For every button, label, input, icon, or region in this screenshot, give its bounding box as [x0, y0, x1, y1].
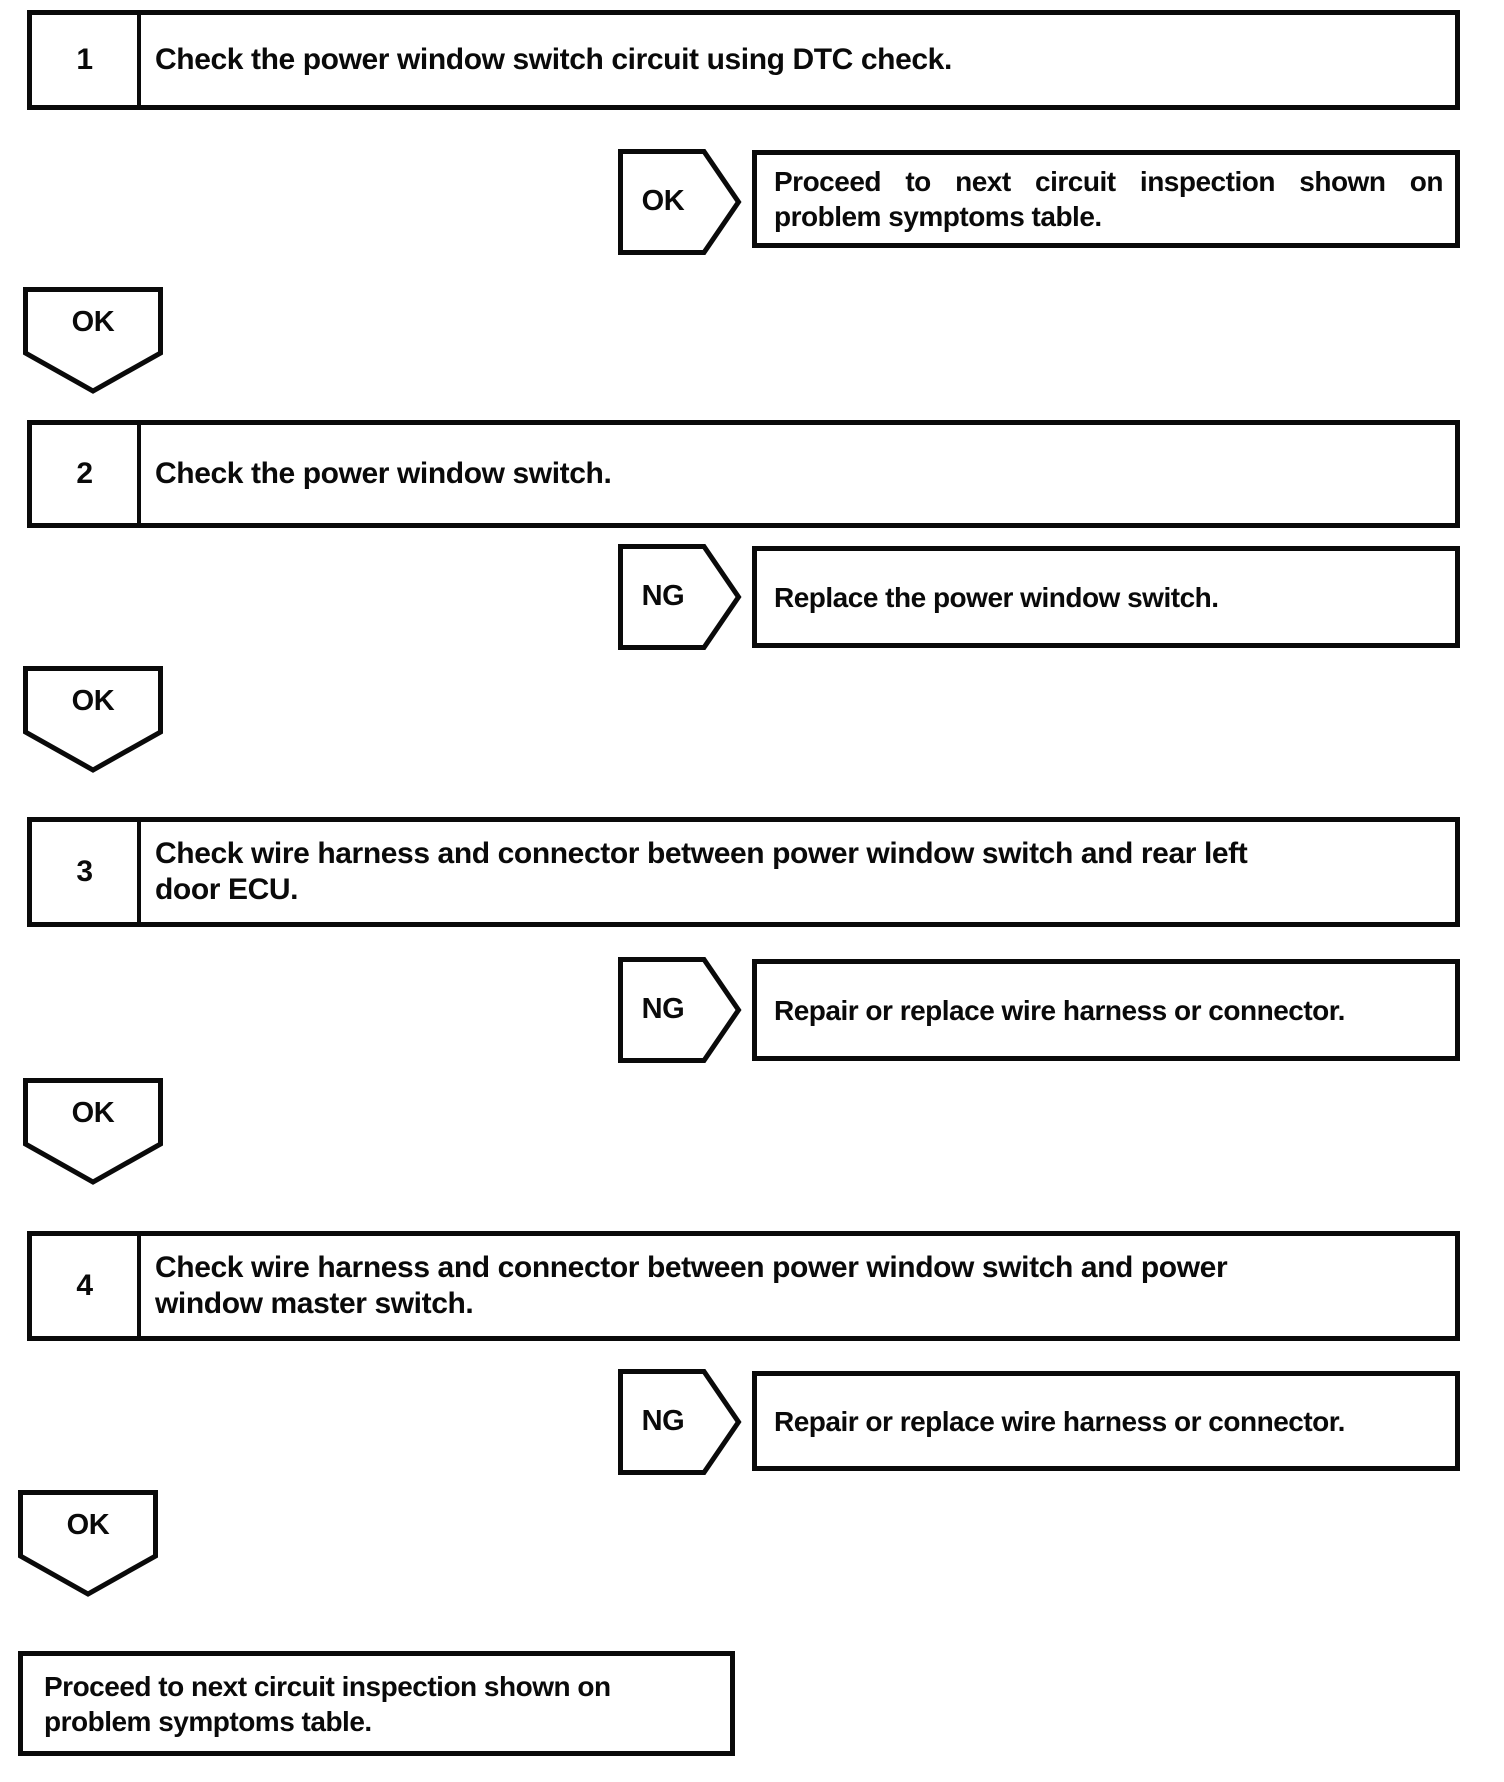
step-number-label: 4 [76, 1269, 93, 1302]
result-line: Replace the power window switch. [774, 581, 1219, 613]
ok-connector-4: OK [18, 1490, 158, 1598]
ok-connector-1: OK [23, 287, 163, 395]
step-3-branch-result: Repair or replace wire harness or connec… [752, 959, 1460, 1061]
step-number-label: 1 [76, 43, 93, 76]
terminal-line: Proceed to next circuit inspection shown… [44, 1671, 611, 1702]
result-line: Proceed to next circuit inspection shown… [774, 166, 1444, 197]
result-line: problem symptoms table. [774, 201, 1102, 232]
step-1-number: 1 [32, 15, 141, 105]
step-number-label: 3 [76, 855, 93, 888]
connector-label: OK [71, 305, 115, 338]
step-2-branch-tag: NG [618, 543, 742, 651]
step-4-number: 4 [32, 1236, 141, 1336]
terminal-line: problem symptoms table. [44, 1706, 372, 1737]
result-line: Repair or replace wire harness or connec… [774, 1405, 1345, 1437]
step-number-label: 2 [76, 457, 93, 490]
ok-connector-2: OK [23, 666, 163, 774]
step-3-branch-tag: NG [618, 956, 742, 1064]
branch-label: OK [641, 184, 685, 217]
step-2-box: 2 Check the power window switch. [27, 420, 1460, 528]
step-1-box: 1 Check the power window switch circuit … [27, 10, 1460, 110]
instruction-line: window master switch. [155, 1287, 474, 1320]
instruction-line: Check the power window switch. [155, 457, 612, 490]
step-1-branch-tag: OK [618, 148, 742, 256]
branch-label: NG [641, 992, 685, 1025]
down-pentagon-shape [23, 666, 163, 773]
step-1-instruction: Check the power window switch circuit us… [141, 15, 1455, 105]
step-4-instruction: Check wire harness and connector between… [141, 1236, 1455, 1336]
instruction-line: Check the power window switch circuit us… [155, 43, 952, 76]
down-pentagon-shape [23, 287, 163, 394]
branch-label: NG [641, 579, 685, 612]
ok-connector-3: OK [23, 1078, 163, 1186]
right-pentagon-shape [618, 1369, 742, 1475]
connector-label: OK [66, 1508, 110, 1541]
step-2-number: 2 [32, 425, 141, 523]
right-pentagon-shape [618, 544, 742, 650]
step-4-branch-result: Repair or replace wire harness or connec… [752, 1371, 1460, 1471]
step-2-instruction: Check the power window switch. [141, 425, 1455, 523]
right-pentagon-shape [618, 149, 742, 255]
branch-label: NG [641, 1404, 685, 1437]
right-pentagon-shape [618, 957, 742, 1063]
instruction-line: Check wire harness and connector between… [155, 1251, 1228, 1284]
result-line: Repair or replace wire harness or connec… [774, 994, 1345, 1026]
step-2-branch-result: Replace the power window switch. [752, 546, 1460, 648]
step-3-box: 3 Check wire harness and connector betwe… [27, 817, 1460, 927]
connector-label: OK [71, 684, 115, 717]
down-pentagon-shape [18, 1490, 158, 1597]
step-4-branch-tag: NG [618, 1368, 742, 1476]
instruction-line: door ECU. [155, 873, 299, 906]
step-3-instruction: Check wire harness and connector between… [141, 822, 1455, 922]
terminal-box: Proceed to next circuit inspection shown… [18, 1651, 735, 1756]
step-3-number: 3 [32, 822, 141, 922]
connector-label: OK [71, 1096, 115, 1129]
step-1-branch-result: Proceed to next circuit inspection shown… [752, 150, 1460, 248]
instruction-line: Check wire harness and connector between… [155, 837, 1248, 870]
step-4-box: 4 Check wire harness and connector betwe… [27, 1231, 1460, 1341]
down-pentagon-shape [23, 1078, 163, 1185]
